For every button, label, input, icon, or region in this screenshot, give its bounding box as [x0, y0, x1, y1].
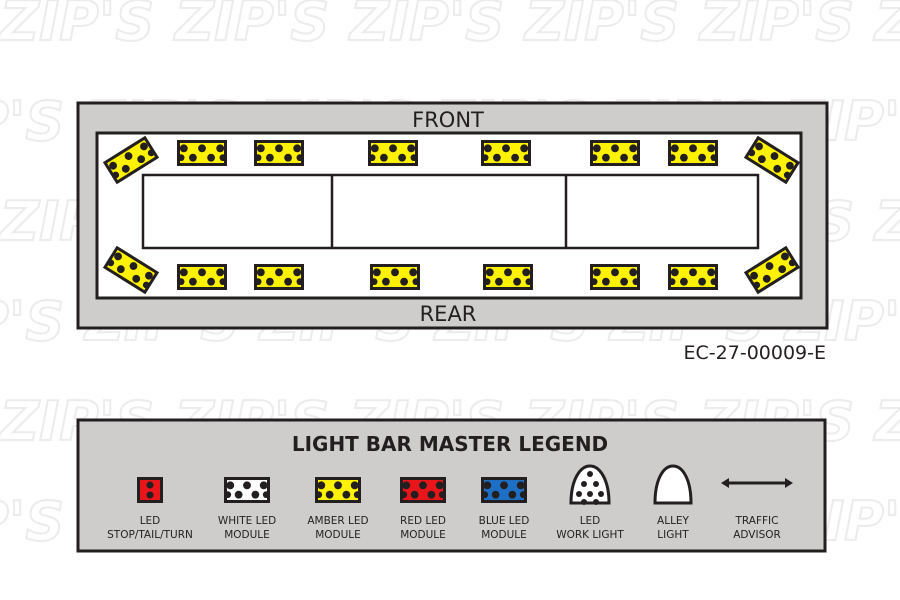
- legend-label-line2: WORK LIGHT: [556, 529, 624, 541]
- legend-box: [76, 418, 827, 553]
- red-module-icon: [400, 477, 446, 503]
- watermark-text: ZIP'S: [0, 490, 64, 553]
- legend-label-line2: MODULE: [400, 529, 446, 541]
- watermark-text: ZIP'S: [698, 0, 854, 53]
- legend-label-line2: ADVISOR: [733, 529, 781, 541]
- amber-module-icon: [315, 477, 361, 503]
- module-front: [177, 140, 227, 166]
- watermark-text: ZIP'S: [0, 0, 154, 53]
- module-rear: [177, 264, 227, 290]
- legend-label-line2: LIGHT: [657, 529, 689, 541]
- traffic-advisor-icon: [721, 478, 793, 488]
- module-front: [481, 140, 531, 166]
- legend-label-line1: ALLEY: [657, 515, 690, 527]
- legend-title: LIGHT BAR MASTER LEGEND: [292, 432, 608, 456]
- legend-label-line1: TRAFFIC: [735, 515, 779, 527]
- module-front: [254, 140, 304, 166]
- white-module-icon: [224, 477, 270, 503]
- legend-items: LED STOP/TAIL/TURN WHITE LED MODULE AMBER LE…: [107, 464, 793, 541]
- legend-label-line2: MODULE: [481, 529, 527, 541]
- module-front: [590, 140, 640, 166]
- center-section: [141, 173, 760, 250]
- watermark-text: ZIP'S: [523, 0, 679, 53]
- watermark-text: ZIP'S: [0, 290, 64, 353]
- front-label: FRONT: [412, 108, 484, 132]
- work-light-icon: [569, 464, 611, 505]
- module-rear-right-corner: [743, 245, 801, 295]
- watermark-text: ZIP'S: [173, 0, 329, 53]
- watermark-text: ZIP'S: [348, 0, 504, 53]
- blue-module-icon: [481, 477, 527, 503]
- watermark-text: ZIP'S: [873, 390, 900, 453]
- legend-module: [481, 477, 527, 503]
- legend-module: [400, 477, 446, 503]
- legend-label-line2: MODULE: [224, 529, 270, 541]
- rear-label: REAR: [420, 302, 477, 326]
- module-front: [668, 140, 718, 166]
- watermark-text: ZIP'S: [0, 90, 64, 153]
- legend-label-line1: AMBER LED: [307, 515, 368, 527]
- legend-module: [224, 477, 270, 503]
- legend-label-line1: WHITE LED: [218, 515, 276, 527]
- watermark-text: ZIP'S: [873, 190, 900, 253]
- legend-module: [315, 477, 361, 503]
- module-front: [368, 140, 418, 166]
- module-rear: [370, 264, 420, 290]
- legend-label-line1: BLUE LED: [479, 515, 530, 527]
- module-front-right-corner: [743, 135, 801, 185]
- part-number: EC-27-00009-E: [684, 342, 826, 364]
- legend-label-line1: LED: [580, 515, 601, 527]
- stop-tail-turn-icon: [137, 477, 163, 503]
- legend-label-line2: STOP/TAIL/TURN: [107, 529, 193, 541]
- module-rear: [483, 264, 533, 290]
- legend-label-line2: MODULE: [315, 529, 361, 541]
- module-rear: [254, 264, 304, 290]
- module-rear-left-corner: [102, 245, 160, 295]
- alley-light-icon: [653, 464, 693, 505]
- module-rear: [590, 264, 640, 290]
- legend-label-line1: LED: [140, 515, 161, 527]
- module-front-left-corner: [102, 135, 160, 185]
- modules: [102, 135, 801, 295]
- module-rear: [668, 264, 718, 290]
- watermark-text: ZIP'S: [873, 0, 900, 53]
- legend-label-line1: RED LED: [400, 515, 446, 527]
